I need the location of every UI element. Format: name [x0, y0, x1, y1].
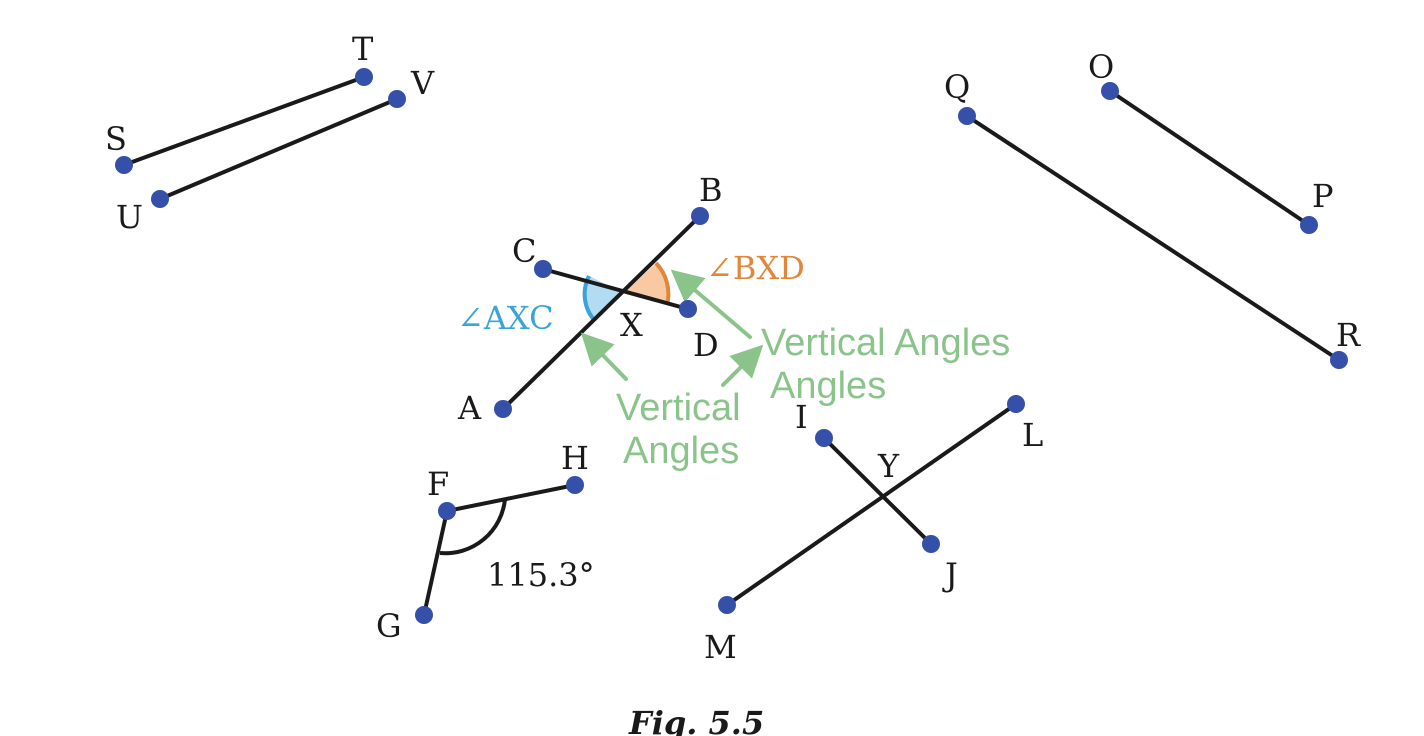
label-q: Q — [944, 68, 970, 106]
label-d: D — [693, 326, 719, 364]
label-y: Y — [877, 447, 900, 485]
point-r — [1330, 351, 1348, 369]
point-g — [415, 606, 433, 624]
point-t — [355, 68, 373, 86]
label-m: M — [704, 628, 737, 666]
vertical-angles-left-line1: Vertical — [616, 387, 741, 429]
segment-cd — [541, 267, 690, 311]
point-h — [566, 476, 584, 494]
arrow-to-axc — [580, 332, 628, 381]
angle-axc-shading — [584, 276, 624, 321]
label-o: O — [1088, 48, 1114, 86]
point-f — [438, 502, 456, 520]
label-r: R — [1336, 316, 1361, 354]
point-q — [958, 107, 976, 125]
angle-f-measure: 115.3° — [487, 556, 595, 594]
angle-axc-label: ∠AXC — [457, 299, 554, 337]
segment-fh — [445, 483, 577, 513]
point-u — [151, 190, 169, 208]
point-v — [388, 90, 406, 108]
vertical-angles-right-line2: Angles — [770, 365, 886, 407]
segment-uv — [158, 97, 399, 201]
point-m — [718, 596, 736, 614]
label-x: X — [620, 306, 643, 344]
segment-ab — [501, 214, 702, 411]
label-f: F — [427, 465, 449, 503]
label-u: U — [116, 198, 143, 236]
arrow-to-bxd-lower — [721, 344, 764, 387]
label-a: A — [457, 389, 482, 427]
point-c — [534, 260, 552, 278]
point-l — [1007, 395, 1025, 413]
label-b: B — [699, 171, 723, 209]
arrow-to-bxd — [670, 269, 752, 339]
point-p — [1300, 216, 1318, 234]
angle-bxd-label: ∠BXD — [706, 249, 805, 287]
segment-ij — [822, 436, 933, 546]
label-j: J — [942, 556, 958, 594]
point-j — [922, 535, 940, 553]
vertical-angles-left-line2: Angles — [623, 430, 739, 472]
label-h: H — [561, 439, 589, 477]
point-i — [815, 429, 833, 447]
segment-qr — [965, 114, 1341, 362]
point-b — [691, 207, 709, 225]
label-i: I — [795, 398, 808, 436]
segment-op — [1108, 89, 1311, 227]
segment-ml — [725, 402, 1018, 607]
point-a — [494, 400, 512, 418]
vertical-angles-right-line1: Vertical Angles — [761, 322, 1010, 364]
point-s — [115, 156, 133, 174]
figure-caption: Fig. 5.5 — [628, 704, 764, 736]
label-c: C — [512, 232, 536, 270]
label-l: L — [1022, 416, 1043, 454]
label-s: S — [105, 120, 127, 158]
label-p: P — [1312, 177, 1334, 215]
label-g: G — [376, 607, 402, 645]
point-o — [1101, 82, 1119, 100]
point-d — [679, 300, 697, 318]
angle-bxd-arc — [654, 261, 671, 306]
segment-fg — [422, 509, 449, 617]
angle-f-arc — [439, 498, 507, 556]
label-t: T — [352, 30, 374, 68]
label-v: V — [410, 64, 435, 102]
segment-st — [122, 75, 366, 167]
